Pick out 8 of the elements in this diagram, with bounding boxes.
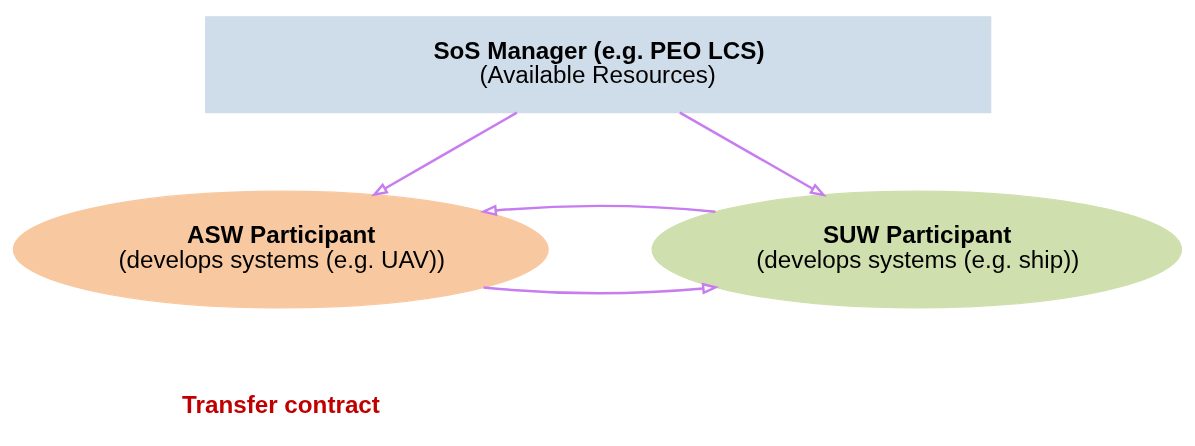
arrow <box>679 111 827 197</box>
node-box: SoS Manager (e.g. PEO LCS) (Available Resources) <box>205 15 992 113</box>
arrow <box>483 282 720 295</box>
arrow <box>371 111 518 196</box>
label: Transfer contract <box>182 390 380 418</box>
node-ellipse: SUW Participant (develops systems (e.g. ship)) <box>651 190 1183 308</box>
arrow <box>479 203 716 216</box>
node-ellipse: ASW Participant (develops systems (e.g. UAV)) <box>12 190 549 308</box>
